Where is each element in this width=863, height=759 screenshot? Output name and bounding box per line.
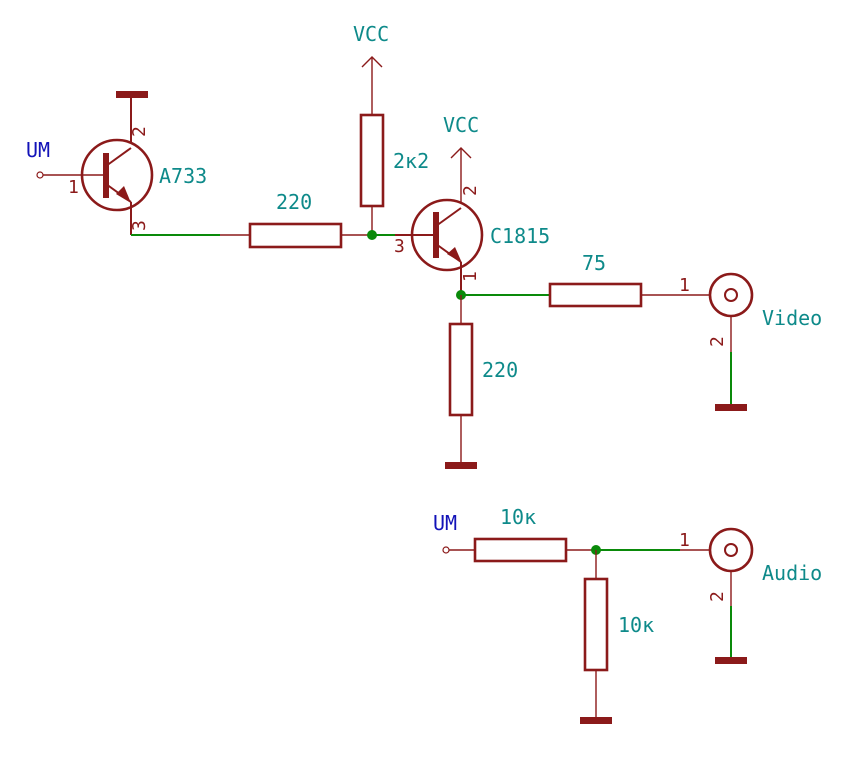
audio-connector-label: Audio — [762, 561, 822, 585]
audio-pin-ground: 2 — [707, 591, 728, 602]
q1-ref-label: A733 — [159, 164, 207, 188]
q2-ref-label: C1815 — [490, 224, 550, 248]
q1-base-terminal — [36, 171, 44, 179]
net-label-vcc-2: VCC — [443, 113, 479, 137]
transistor-q2-collector-lead — [435, 207, 462, 227]
net-label-um-2: UM — [433, 511, 457, 535]
connector-video-pin — [724, 288, 738, 302]
transistor-q1-collector-lead — [105, 147, 132, 167]
net-label-vcc-1: VCC — [353, 22, 389, 46]
resistor-r-audio-shunt-body — [583, 577, 609, 672]
r-audio-shunt-value: 10к — [618, 613, 654, 637]
resistor-r-emitter: 220 — [445, 295, 518, 469]
resistor-r-pullup: VCC 2к2 — [353, 22, 429, 235]
ground-symbol-audio-shunt — [580, 717, 612, 724]
video-pin-signal: 1 — [679, 275, 690, 296]
audio-section: UM 10к 10к 1 2 Audio — [433, 505, 822, 724]
q2-pin-collector: 2 — [460, 185, 481, 196]
vcc-arrow-2 — [450, 147, 472, 159]
ground-symbol-video — [715, 404, 747, 411]
ground-symbol-remitter — [445, 462, 477, 469]
audio-input-terminal — [442, 546, 450, 554]
ground-symbol-q1 — [116, 91, 148, 98]
r-base-value: 220 — [276, 190, 312, 214]
resistor-r-base: 220 — [248, 190, 343, 249]
audio-pin-signal: 1 — [679, 530, 690, 551]
connector-video: 1 2 Video — [679, 272, 822, 411]
resistor-r-pullup-body — [359, 113, 385, 208]
q2-pin-base: 3 — [394, 236, 405, 257]
r-video-value: 75 — [582, 251, 606, 275]
video-pin-ground: 2 — [707, 336, 728, 347]
q1-pin-base: 1 — [68, 177, 79, 198]
transistor-q1: 1 2 3 A733 UM — [26, 91, 207, 235]
q1-pin-collector: 2 — [129, 126, 150, 137]
resistor-r-audio-series-body — [473, 537, 568, 563]
resistor-r-video: 75 — [548, 251, 643, 308]
r-emitter-value: 220 — [482, 358, 518, 382]
resistor-r-emitter-body — [448, 322, 474, 417]
vcc-arrow-1 — [361, 56, 383, 68]
video-connector-label: Video — [762, 306, 822, 330]
resistor-r-base-body — [248, 222, 343, 249]
connector-audio-pin — [724, 543, 738, 557]
r-audio-series-value: 10к — [500, 505, 536, 529]
ground-symbol-audio — [715, 657, 747, 664]
net-label-um-1: UM — [26, 138, 50, 162]
transistor-q2: VCC 3 2 1 C1815 — [394, 113, 550, 295]
resistor-r-video-body — [548, 282, 643, 308]
r-pullup-value: 2к2 — [393, 149, 429, 173]
transistor-q1-emitter-arrow — [116, 186, 131, 203]
transistor-q2-emitter-arrow — [447, 247, 462, 263]
q2-pin-emitter: 1 — [460, 271, 481, 282]
junction-dot-base-node — [367, 230, 377, 240]
q1-pin-emitter: 3 — [129, 220, 150, 231]
